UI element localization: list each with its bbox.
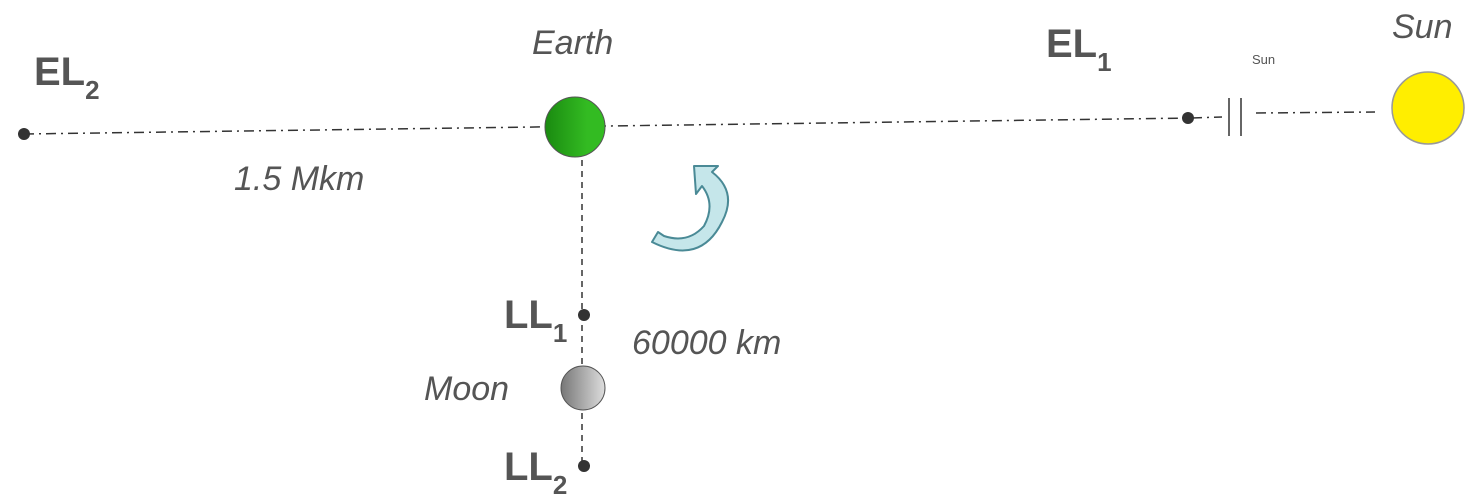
el1-label-main: EL — [1046, 22, 1098, 66]
el2-label: EL2 — [34, 50, 100, 105]
sun-body — [1391, 71, 1465, 145]
moon-body — [560, 365, 606, 411]
el2-point — [18, 128, 30, 140]
el1-label-sub: 1 — [1097, 47, 1112, 77]
el2-label-sub: 2 — [85, 75, 100, 105]
el1-point — [1182, 112, 1194, 124]
sun-earth-axis-left — [23, 117, 1193, 135]
earth-body — [544, 96, 606, 158]
ll1-point — [578, 309, 590, 321]
ll2-point — [578, 460, 590, 472]
earth-label: Earth — [532, 24, 614, 62]
earth-moon-distance-label: 60000 km — [632, 324, 782, 362]
ll1-label-main: LL — [504, 293, 553, 337]
axis-break-sun-label: Sun — [1252, 52, 1276, 67]
moon-label: Moon — [424, 370, 510, 408]
rotation-arrow-icon — [651, 165, 730, 252]
sun-earth-axis-break-left — [1191, 116, 1223, 119]
ll2-label: LL2 — [504, 445, 567, 500]
ll2-label-sub: 2 — [552, 470, 568, 500]
earth-el-distance-label: 1.5 Mkm — [234, 160, 365, 198]
el1-label: EL1 — [1046, 22, 1112, 77]
el2-label-main: EL — [34, 50, 86, 94]
sun-earth-axis-right — [1255, 111, 1376, 114]
ll1-label: LL1 — [504, 293, 567, 348]
sun-label: Sun — [1392, 8, 1453, 46]
ll2-label-main: LL — [504, 445, 553, 489]
ll1-label-sub: 1 — [552, 318, 568, 348]
